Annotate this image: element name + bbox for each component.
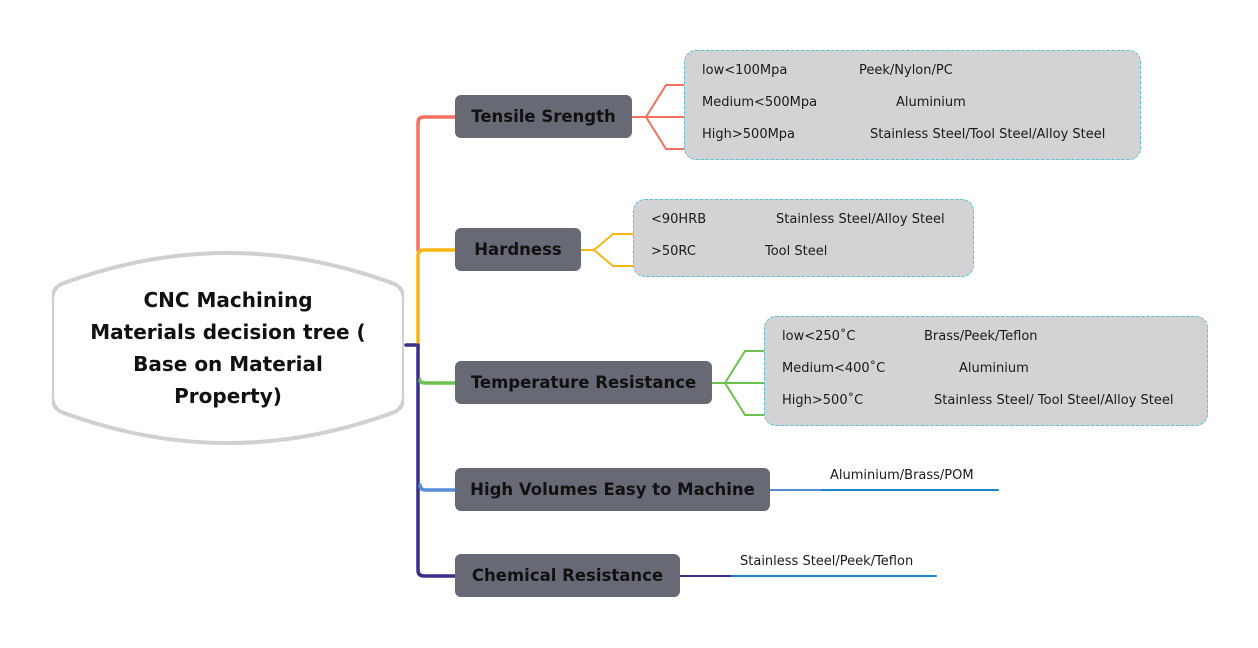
branch-tensile-strength[interactable]: Tensile Srength: [455, 95, 632, 138]
leaf-condition[interactable]: low<250˚C: [782, 329, 856, 344]
root-node-shape: [52, 251, 404, 445]
temperature-fan: [724, 382, 746, 416]
branch-label: High Volumes Easy to Machine: [470, 480, 755, 499]
leaf-condition[interactable]: High>500˚C: [782, 393, 864, 408]
temperature-connector: [418, 378, 457, 385]
chemical-connector: [416, 343, 457, 578]
leaf-materials[interactable]: Tool Steel: [765, 244, 828, 259]
leaf-condition[interactable]: >50RC: [651, 244, 696, 259]
leaf-materials[interactable]: Stainless Steel/Tool Steel/Alloy Steel: [870, 127, 1106, 142]
leaf-materials[interactable]: Peek/Nylon/PC: [859, 63, 953, 78]
leaf-materials[interactable]: Aluminium/Brass/POM: [830, 468, 974, 483]
leaf-condition[interactable]: Medium<500Mpa: [702, 95, 818, 110]
hardness-fan: [593, 249, 614, 267]
temperature-options-group: [764, 316, 1208, 426]
branch-temperature-resistance[interactable]: Temperature Resistance: [455, 361, 712, 404]
temperature-fan: [724, 350, 746, 384]
branch-chemical-resistance[interactable]: Chemical Resistance: [455, 554, 680, 597]
branch-label: Hardness: [474, 240, 562, 259]
leaf-materials[interactable]: Stainless Steel/ Tool Steel/Alloy Steel: [934, 393, 1174, 408]
branch-hardness[interactable]: Hardness: [455, 228, 581, 271]
leaf-condition[interactable]: Medium<400˚C: [782, 361, 886, 376]
root-label-line: Property): [174, 383, 282, 408]
leaf-materials[interactable]: Aluminium: [896, 95, 966, 110]
branch-label: Temperature Resistance: [470, 373, 697, 392]
tensile-connector: [416, 115, 457, 252]
root-label-line: CNC Machining: [143, 287, 313, 312]
branch-high-volumes[interactable]: High Volumes Easy to Machine: [455, 468, 770, 511]
root-node-label: CNC Machining Materials decision tree ( …: [78, 284, 378, 412]
hardness-fan: [593, 233, 614, 251]
leaf-materials[interactable]: Brass/Peek/Teflon: [924, 329, 1038, 344]
root-label-line: Materials decision tree (: [90, 319, 366, 344]
leaf-materials[interactable]: Stainless Steel/Alloy Steel: [776, 212, 945, 227]
leaf-materials[interactable]: Stainless Steel/Peek/Teflon: [740, 554, 914, 569]
volumes-connector: [418, 483, 457, 492]
leaf-condition[interactable]: <90HRB: [651, 212, 707, 227]
hardness-connector: [416, 248, 457, 347]
leaf-condition[interactable]: low<100Mpa: [702, 63, 788, 78]
root-node[interactable]: CNC Machining Materials decision tree ( …: [52, 245, 404, 450]
tensile-options-group: [684, 50, 1141, 160]
root-label-line: Base on Material: [133, 351, 323, 376]
leaf-materials[interactable]: Aluminium: [959, 361, 1029, 376]
branch-label: Tensile Srength: [471, 107, 616, 126]
branch-label: Chemical Resistance: [471, 566, 664, 585]
leaf-condition[interactable]: High>500Mpa: [702, 127, 796, 142]
hardness-options-group: [633, 199, 974, 277]
tensile-fan: [645, 116, 667, 150]
tensile-fan: [645, 84, 667, 118]
